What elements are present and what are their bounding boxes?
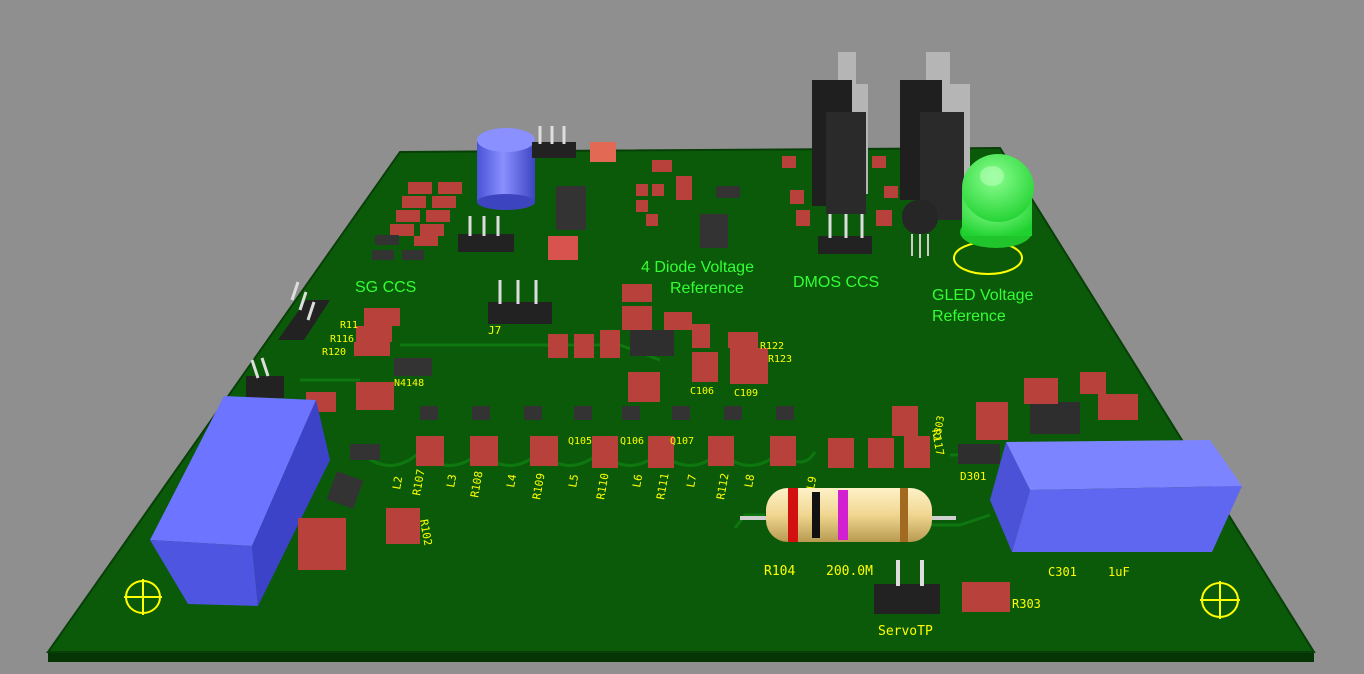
label-l3: L3 [444, 473, 459, 488]
electrolytic-capacitor [477, 128, 535, 210]
label-l8: L8 [742, 473, 757, 488]
sot23-transistor-row [350, 406, 794, 460]
svg-text:R11: R11 [340, 320, 358, 331]
left-lower-parts: R102 [298, 471, 434, 570]
annotation-sg-ccs: SG CCS [355, 279, 416, 296]
annotation-diode-ref-2: Reference [670, 280, 744, 297]
label-r109: R109 [530, 472, 547, 500]
label-r111: R111 [654, 472, 671, 500]
mounting-hole-right [1200, 581, 1240, 619]
smd-resistor-row [416, 406, 930, 468]
label-r123: R123 [768, 354, 792, 365]
annotation-dmos-ccs: DMOS CCS [793, 274, 879, 291]
label-l6: L6 [630, 473, 645, 488]
pin-header-left-lower [246, 357, 284, 398]
label-l4: L4 [504, 473, 519, 489]
label-q106: Q106 [620, 436, 644, 447]
label-c303: C303 [932, 415, 947, 441]
label-d301: D301 [960, 470, 987, 483]
smd-small-top [548, 142, 692, 260]
label-c106: C106 [690, 386, 714, 397]
label-l5: L5 [566, 473, 581, 488]
annotation-diode-ref-1: 4 Diode Voltage [641, 259, 754, 276]
label-l9: L9 [804, 475, 819, 490]
to220-dmos-right [900, 52, 970, 220]
pin-header-left-upper [278, 281, 330, 340]
label-r122: R122 [760, 341, 784, 352]
label-q107: Q107 [670, 436, 694, 447]
label-r117: R117 [929, 428, 946, 456]
smd-right-cluster: D301 C303 [932, 372, 1138, 483]
label-c109: C109 [734, 388, 758, 399]
to92-transistor [902, 200, 938, 258]
pin-header-j6 [458, 216, 514, 252]
smd-dmos-area [782, 156, 898, 226]
label-r120: R120 [322, 347, 346, 358]
label-r102: R102 [417, 518, 434, 546]
annotation-labels: SG CCS 4 Diode Voltage Reference DMOS CC… [355, 259, 1034, 325]
silkscreen-row-labels: L2 R107 L3 R108 L4 R109 L5 R110 L6 R111 … [390, 428, 946, 500]
servotp-header: ServoTP R303 [874, 560, 1041, 639]
annotation-gled-2: Reference [932, 308, 1006, 325]
label-r116: R116 [330, 334, 354, 345]
ic-package-group [556, 186, 1080, 434]
resistor-r104: R104 200.0M [740, 488, 956, 579]
label-servotp: ServoTP [878, 624, 933, 639]
label-j7: J7 [488, 324, 501, 337]
film-capacitor-c301: C301 1uF [990, 440, 1242, 579]
label-r112: R112 [714, 472, 731, 500]
mounting-hole-left [124, 579, 162, 615]
green-led [953, 154, 1034, 275]
label-l2: L2 [390, 475, 405, 490]
pin-header-j7: J7 [488, 280, 552, 337]
smd-resistor-cluster-left [372, 182, 462, 260]
smd-center-cluster: R122 R123 C106 C109 [548, 284, 792, 402]
label-r110: R110 [594, 472, 611, 500]
to220-dmos-left [812, 52, 872, 254]
label-r104: R104 [764, 564, 795, 579]
label-n4148: N4148 [394, 378, 424, 389]
label-c301-value: 1uF [1108, 565, 1130, 579]
label-r107: R107 [410, 468, 427, 496]
annotation-gled-1: GLED Voltage [932, 287, 1034, 304]
label-r104-value: 200.0M [826, 564, 873, 579]
pin-header-top [532, 126, 576, 158]
label-r108: R108 [468, 470, 485, 498]
label-q105: Q105 [568, 436, 592, 447]
film-capacitor-left [150, 396, 330, 606]
label-r303: R303 [1012, 597, 1041, 611]
label-c301: C301 [1048, 565, 1077, 579]
label-l7: L7 [684, 473, 699, 488]
smd-resistors-sgccs: R11 R116 R120 N4148 [306, 308, 432, 412]
